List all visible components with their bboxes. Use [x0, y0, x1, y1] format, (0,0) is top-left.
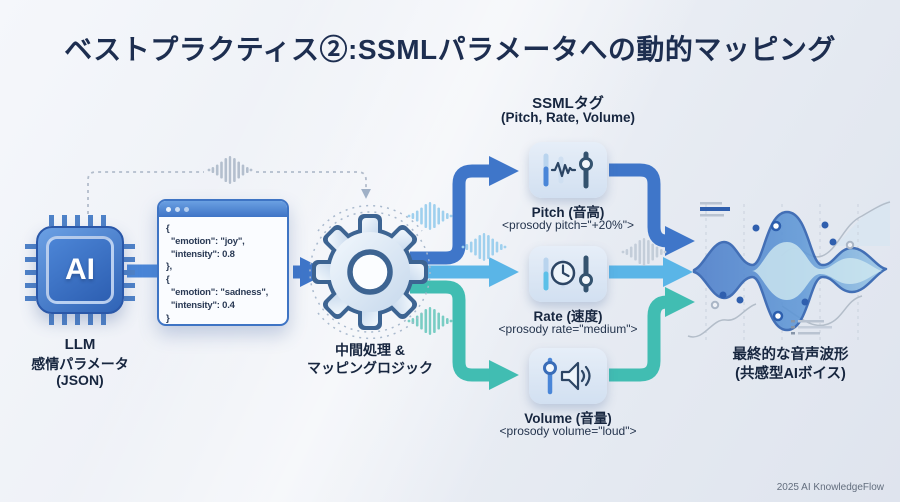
chip-pins [124, 239, 135, 301]
pitch-sliders-icon [543, 151, 593, 189]
output-label-line1: 最終的な音声波形 [732, 347, 849, 363]
chip-pins [49, 314, 111, 325]
chip-pins [25, 239, 36, 301]
source-label-line3: (JSON) [56, 372, 104, 388]
ssml-header-line2: (Pitch, Rate, Volume) [500, 110, 636, 125]
source-label-line2: 感情パラメータ [31, 356, 129, 372]
dashed-route-arrow [256, 171, 371, 199]
equalizer-icon [207, 156, 253, 184]
volume-speaker-icon [543, 357, 591, 395]
json-code-window: { "emotion": "joy", "intensity": 0.8 }, … [157, 199, 289, 326]
gear-icon [309, 204, 431, 340]
chip-label: AI [46, 236, 114, 304]
llm-chip-icon: AI [25, 215, 135, 325]
processor-label-line2: マッピングロジック [307, 360, 433, 376]
chip-body: AI [36, 226, 124, 314]
window-control-dot [184, 206, 189, 212]
page-title: ベストプラクティス②:SSMLパラメータへの動的マッピング [64, 34, 836, 65]
pitch-tag-box [529, 142, 607, 198]
equalizer-icon [461, 233, 507, 261]
rate-tag-box [529, 246, 607, 302]
credit-text: 2025 AI KnowledgeFlow [776, 482, 884, 493]
audio-waveform-graphic [686, 196, 894, 353]
json-code-text: { "emotion": "joy", "intensity": 0.8 }, … [166, 223, 269, 324]
volume-prosody-code: <prosody volume="loud"> [499, 424, 637, 438]
processor-label-line1: 中間処理 & [335, 342, 405, 358]
source-label-line1: LLM [64, 336, 96, 353]
window-titlebar [159, 201, 287, 217]
window-control-dot [175, 206, 180, 212]
chip-pins [49, 215, 111, 226]
rate-clock-icon [543, 255, 593, 293]
volume-tag-box [529, 348, 607, 404]
rate-prosody-code: <prosody rate="medium"> [498, 322, 638, 336]
output-label-line2: (共感型AIボイス) [735, 366, 846, 382]
window-control-dot [166, 206, 171, 212]
pitch-prosody-code: <prosody pitch="+20%"> [502, 218, 634, 232]
